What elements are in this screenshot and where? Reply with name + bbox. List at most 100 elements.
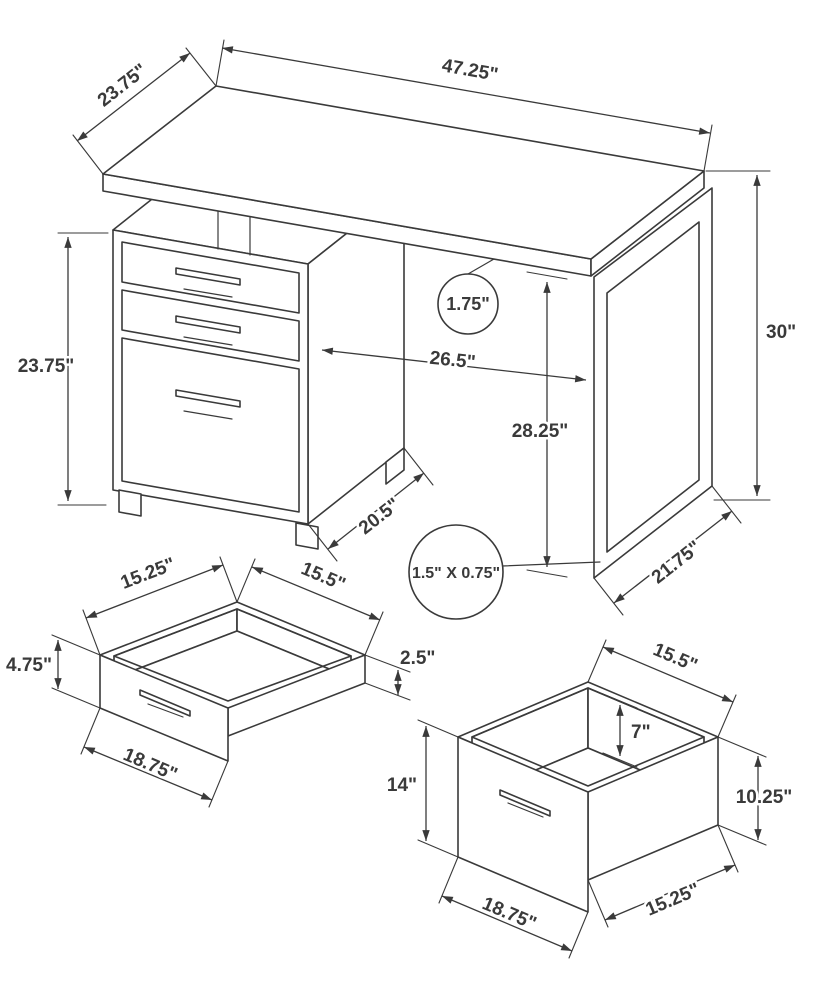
dim-top-width-line xyxy=(221,46,711,135)
dim-fd-front-height-ext2 xyxy=(417,839,459,858)
desk-assembly-view: 47.25" 23.75" 30" 23.75" xyxy=(15,39,799,620)
drawer-handle-2-mount xyxy=(183,336,233,346)
small-drawer-view: 15.25" 15.5" 4.75" 2.5" xyxy=(4,551,438,808)
dim-fd-front-width-ext1 xyxy=(438,856,459,904)
dim-sd-front-height-ext2 xyxy=(51,687,101,709)
dim-fd-side-height-ext1 xyxy=(717,736,767,758)
dim-sd-front-height-ext1 xyxy=(51,634,101,656)
drawer-handle-2 xyxy=(175,315,241,334)
dim-sd-front-width-line xyxy=(83,746,213,801)
dim-clearance-height-label: 28.25" xyxy=(512,421,569,442)
dim-overall-height: 30" xyxy=(705,170,799,501)
dim-fd-inside-depth: 7" xyxy=(602,693,653,768)
dim-cabinet-height: 23.75" xyxy=(15,232,109,506)
callout-top-thickness-label: 1.75" xyxy=(446,294,490,314)
dim-sd-inside-width-label: 15.5" xyxy=(298,558,349,595)
dim-fd-inside-depth-ext2 xyxy=(602,752,638,768)
file-drawer-handle-mount xyxy=(507,802,544,818)
dim-fd-bottom-depth-label: 15.25" xyxy=(643,879,703,920)
small-drawer-handle xyxy=(139,689,191,717)
dim-fd-front-width-label: 18.75" xyxy=(479,893,539,934)
drawer-handle-1-mount xyxy=(183,288,233,298)
drawer-front-2 xyxy=(121,289,300,362)
dim-fd-inside-width-line xyxy=(602,646,734,703)
cabinet-foot-front-left xyxy=(118,489,142,517)
callout-top-thickness-leader xyxy=(467,258,495,275)
dim-fd-bottom-depth-ext2 xyxy=(717,824,739,873)
dim-clearance-width-label: 26.5" xyxy=(429,348,477,374)
leg-frame-inner xyxy=(606,221,700,553)
dim-cabinet-height-label: 23.75" xyxy=(18,356,75,377)
dim-fd-front-width-line xyxy=(441,895,573,952)
dim-top-depth-label: 23.75" xyxy=(94,60,152,111)
dim-fd-inside-depth-ext1 xyxy=(602,693,638,709)
dim-top-depth-ext2 xyxy=(185,47,217,87)
dim-fd-front-width-ext2 xyxy=(568,911,589,959)
drawer-handle-3-mount xyxy=(183,410,233,420)
dim-leg-depth-ext2 xyxy=(711,485,742,524)
dim-top-width-ext1 xyxy=(215,39,225,87)
dim-fd-bottom-depth-ext1 xyxy=(587,879,609,928)
dim-overall-height-label: 30" xyxy=(766,322,796,343)
callout-leg-tube-label: 1.5" X 0.75" xyxy=(412,565,500,582)
dim-fd-inside-width-ext2 xyxy=(717,694,737,738)
dim-clearance-height: 28.25" xyxy=(509,271,571,578)
callout-leg-tube-circle xyxy=(408,524,504,620)
dim-sd-front-width-ext2 xyxy=(208,760,229,808)
dim-sd-inside-width-ext1 xyxy=(236,558,256,603)
dim-sd-side-height-ext2 xyxy=(364,682,411,701)
dim-top-depth-line xyxy=(76,52,191,142)
dim-sd-inside-depth-ext1 xyxy=(82,609,101,656)
dim-clearance-height-ext1 xyxy=(526,271,568,280)
drawer-handle-3 xyxy=(175,389,241,408)
dim-sd-front-height: 4.75" xyxy=(4,634,101,709)
dim-sd-front-height-label: 4.75" xyxy=(6,655,52,676)
dim-fd-bottom-depth-line xyxy=(604,864,736,921)
cabinet-support-bracket xyxy=(217,205,251,256)
dim-sd-front-width-ext1 xyxy=(80,707,101,755)
dim-sd-side-height-label: 2.5" xyxy=(400,648,435,669)
dim-sd-inside-depth-label: 15.25" xyxy=(118,554,178,594)
callout-top-thickness-circle xyxy=(437,273,499,335)
dim-sd-side-height-ext1 xyxy=(364,654,411,673)
dim-fd-side-height: 10.25" xyxy=(717,736,795,846)
drawer-front-3 xyxy=(121,337,300,513)
dim-fd-front-height-label: 14" xyxy=(387,775,417,796)
dim-cabinet-depth-ext2 xyxy=(403,447,434,486)
dim-leg-depth-ext1 xyxy=(593,577,624,616)
leg-frame xyxy=(593,187,713,579)
dim-cabinet-depth-label: 20.5" xyxy=(355,494,404,539)
dim-leg-depth-line xyxy=(613,510,733,604)
dim-leg-depth-label: 21.75" xyxy=(648,537,706,588)
dim-fd-side-height-ext2 xyxy=(717,824,767,846)
file-drawer-handle xyxy=(499,789,551,817)
dim-sd-inside-width-ext2 xyxy=(364,611,384,656)
dim-fd-inside-width-ext1 xyxy=(587,639,607,683)
dim-sd-side-height: 2.5" xyxy=(364,646,438,701)
file-drawer-view: 15.5" 7" 14" 10.25" xyxy=(384,637,795,959)
callout-leg-tube-leader xyxy=(501,561,601,567)
dim-fd-inside-depth-label: 7" xyxy=(631,722,651,743)
dim-top-width-label: 47.25" xyxy=(440,55,499,86)
dim-sd-inside-depth-line xyxy=(85,564,224,619)
dim-cabinet-depth-line xyxy=(327,472,425,550)
cabinet-foot-front-right xyxy=(295,522,319,550)
callout-leg-tube: 1.5" X 0.75" xyxy=(408,524,601,620)
dim-fd-inside-width-label: 15.5" xyxy=(650,639,701,676)
dim-sd-inside-depth-ext2 xyxy=(219,556,238,603)
dim-sd-inside-width-line xyxy=(251,566,381,621)
dim-clearance-height-ext2 xyxy=(526,569,568,578)
dim-clearance-width-line xyxy=(321,347,587,383)
drawer-front-1 xyxy=(121,241,300,314)
dim-top-depth-ext1 xyxy=(72,134,104,175)
small-drawer-handle-mount xyxy=(147,703,184,718)
dim-sd-front-width-label: 18.75" xyxy=(120,744,180,785)
dim-fd-front-height-ext1 xyxy=(417,719,459,738)
callout-top-thickness: 1.75" xyxy=(437,258,499,335)
dim-fd-side-height-label: 10.25" xyxy=(736,787,793,808)
dim-top-width-ext2 xyxy=(703,124,713,172)
drawer-handle-1 xyxy=(175,267,241,286)
dim-fd-front-height: 14" xyxy=(384,719,459,858)
